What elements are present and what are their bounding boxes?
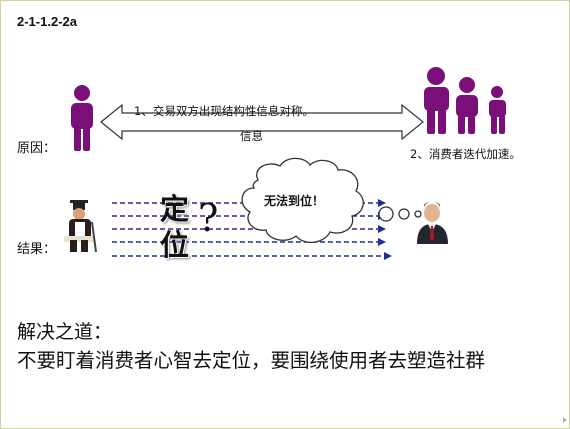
- result-label: 结果：: [17, 242, 57, 257]
- cause-label: 原因：: [17, 141, 57, 156]
- slide-id: 2-1-1.2-2a: [17, 14, 77, 29]
- information-symmetry-text: 1、交易双方出现结构性信息对称。: [134, 104, 314, 118]
- single-person-icon: [71, 85, 93, 151]
- dingwei-char-bottom: 位: [160, 228, 190, 262]
- solution-body: 不要盯着消费者心智去定位，要围绕使用者去塑造社群: [17, 349, 486, 372]
- businessman-icon: [417, 202, 448, 244]
- information-arrow: [100, 103, 424, 141]
- question-mark: ?: [198, 196, 219, 240]
- solution-title: 解决之道：: [17, 321, 113, 343]
- cloud-text: 无法到位！: [264, 194, 325, 208]
- slide-corner-marker: [563, 417, 567, 423]
- consumer-iteration-text: 2、消费者迭代加速。: [410, 147, 521, 161]
- information-label: 信息: [240, 129, 263, 143]
- dingwei-char-top: 定: [160, 192, 190, 226]
- merchant-figure-icon: [64, 200, 97, 253]
- consumer-group-icon: [424, 67, 506, 134]
- thought-cloud: [241, 157, 422, 243]
- dashed-arrows: [112, 202, 384, 257]
